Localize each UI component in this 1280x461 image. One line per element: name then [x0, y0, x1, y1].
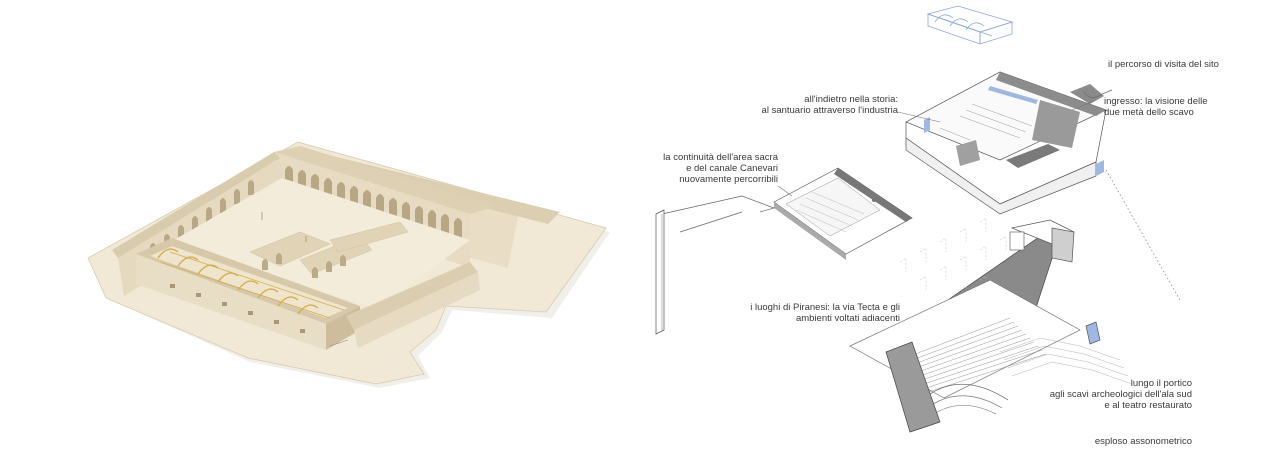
architectural-model-photo [87, 141, 610, 388]
label-line: lungo il portico [1130, 378, 1192, 389]
label-entrance: ingresso: la visione delle due metà dell… [1104, 96, 1208, 118]
dotted-connector [1105, 169, 1181, 301]
building-level-floor [905, 71, 1113, 215]
label-line: ingresso: la visione delle [1104, 96, 1208, 107]
leader-lines [777, 101, 1093, 197]
label-portico: lungo il portico agli scavi archeologici… [1022, 378, 1192, 411]
exploded-axonometric-drawing [655, 5, 1181, 433]
label-line: il percorso di visita del sito [1108, 59, 1219, 70]
roof-vaults [926, 5, 1014, 45]
label-line: i luoghi di Piranesi: la via Tecta e gli [750, 302, 900, 313]
label-line: al santuario attraverso l'industria [761, 105, 898, 116]
label-line: agli scavi archeologici dell'ala sud [1049, 389, 1192, 400]
label-sacred-area-continuity: la continuità dell'area sacra e del cana… [630, 152, 778, 185]
label-exploded-axonometric: esploso assonometrico [1080, 436, 1192, 447]
label-line: e del canale Canevari [686, 163, 778, 174]
sacred-area-pavilion [773, 167, 913, 260]
label-line: ambienti voltati adiacenti [795, 313, 900, 324]
label-piranesi-places: i luoghi di Piranesi: la via Tecta e gli… [704, 302, 900, 324]
label-line: la continuità dell'area sacra [663, 152, 778, 163]
label-line: nuovamente percorribili [679, 174, 778, 185]
label-line: e al teatro restaurato [1104, 400, 1192, 411]
label-line: esploso assonometrico [1094, 436, 1192, 447]
canal-column [655, 209, 665, 335]
excavation-level [849, 217, 1133, 433]
label-line: due metà dello scavo [1104, 107, 1194, 118]
label-line: all'indietro nella storia: [804, 94, 898, 105]
label-visit-route: il percorso di visita del sito [1108, 59, 1219, 70]
label-back-in-history: all'indietro nella storia: al santuario … [742, 94, 898, 116]
continuity-path-line [661, 195, 776, 215]
